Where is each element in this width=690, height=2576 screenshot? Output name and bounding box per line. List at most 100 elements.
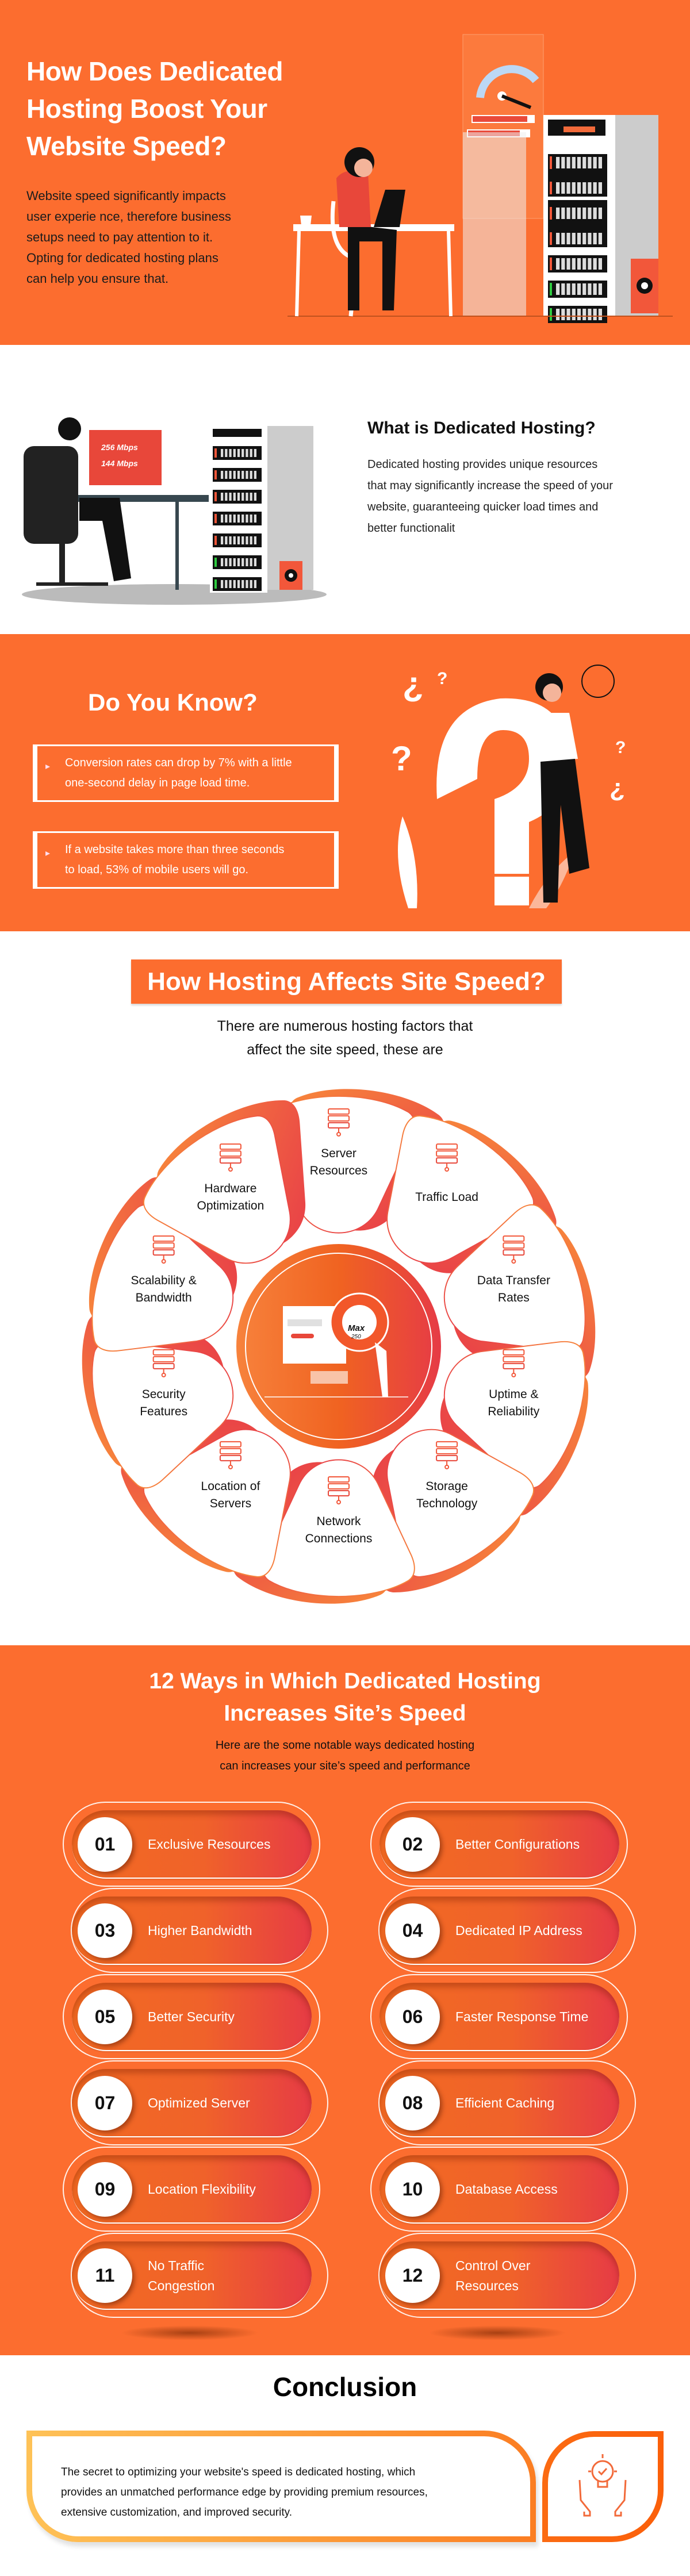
hero-title-line: Hosting Boost Your	[26, 94, 267, 124]
hero-body-line: Opting for dedicated hosting plans	[26, 251, 218, 265]
way-label: Better Security	[148, 1983, 235, 2051]
pill-outline	[71, 2060, 328, 2145]
factor-label: Traffic Load	[415, 1191, 478, 1204]
data-transfer-icon	[503, 1235, 525, 1264]
coffee-cup-icon	[300, 216, 312, 225]
conclusion-line: extensive customization, and improved se…	[61, 2506, 292, 2519]
factor-label-line: Bandwidth	[136, 1291, 192, 1304]
way-number: 01	[78, 1817, 132, 1872]
way-label: Exclusive Resources	[148, 1810, 270, 1879]
conclusion-icon-box	[542, 2431, 664, 2542]
hero-body-line: Website speed significantly impacts	[26, 189, 226, 203]
factor-label-line: Features	[140, 1405, 187, 1418]
hero-body-line: user experie nce, therefore business	[26, 209, 231, 224]
factor-label-line: Hardware	[204, 1182, 256, 1195]
hero-body-line: can help you ensure that.	[26, 271, 169, 286]
way-label: Faster Response Time	[455, 1983, 588, 2051]
factor-label-line: Traffic Load	[415, 1191, 478, 1204]
pill-outline	[71, 2233, 328, 2318]
factor-label-line: Security	[142, 1388, 186, 1401]
server-gear-icon	[219, 1143, 241, 1172]
laptop-icon	[374, 190, 405, 227]
pill-outline	[370, 1974, 628, 2059]
way-label: Database Access	[455, 2155, 558, 2224]
hero-title-line: How Does Dedicated	[26, 56, 283, 86]
way-number: 06	[385, 1990, 440, 2044]
what-is-body-line: that may significantly increase the spee…	[367, 479, 613, 492]
ways-subtitle-line: Here are the some notable ways dedicated…	[215, 1739, 475, 1752]
conclusion-box: The secret to optimizing your website's …	[26, 2431, 536, 2542]
way-item: 03 Higher Bandwidth	[72, 1897, 312, 1965]
factor-label-line: Technology	[416, 1497, 478, 1510]
server-stack-icon	[328, 1108, 350, 1137]
svg-text:?: ?	[437, 669, 447, 688]
pill-outline	[63, 1974, 320, 2059]
conclusion-line: provides an unmatched performance edge b…	[61, 2486, 428, 2498]
factor-label-line: Storage	[425, 1480, 468, 1493]
shadow	[428, 2325, 566, 2340]
pill-outline	[370, 1802, 628, 1887]
way-label: Higher Bandwidth	[148, 1897, 252, 1965]
way-label-line: Faster Response Time	[455, 2009, 589, 2024]
pill-outline	[63, 1802, 320, 1887]
shadow	[121, 2325, 259, 2340]
conclusion-line: The secret to optimizing your website's …	[61, 2466, 416, 2478]
way-number: 07	[78, 2076, 132, 2130]
cloud-storage-icon	[436, 1441, 458, 1469]
way-item: 04 Dedicated IP Address	[379, 1897, 619, 1965]
clock-check-icon	[503, 1349, 525, 1377]
factor-petal	[82, 1312, 234, 1489]
way-label: Optimized Server	[148, 2069, 250, 2137]
way-label-line: Optimized Server	[148, 2095, 250, 2110]
server-gauge-icon	[152, 1235, 175, 1264]
download-speed: 256 Mbps	[101, 443, 138, 452]
way-item: 01 Exclusive Resources	[72, 1810, 312, 1879]
pill-outline	[63, 2147, 320, 2232]
gauge-label: Max	[348, 1323, 365, 1333]
way-number: 03	[78, 1903, 132, 1958]
way-label-line: No Traffic	[148, 2258, 204, 2273]
svg-text:?: ?	[615, 738, 626, 757]
way-label-line: Database Access	[455, 2182, 558, 2197]
way-label-line: Higher Bandwidth	[148, 1923, 252, 1938]
way-number: 12	[385, 2248, 440, 2303]
factor-label-line: Optimization	[197, 1199, 264, 1212]
svg-text:?: ?	[391, 739, 412, 778]
factors-title: How Hosting Affects Site Speed?	[131, 959, 562, 1004]
hero-illustration	[288, 34, 673, 323]
svg-text:¿: ¿	[402, 665, 424, 703]
globe-laptop-icon	[328, 1476, 350, 1504]
way-label: Better Configurations	[455, 1810, 580, 1879]
subtitle-line: affect the site speed, these are	[247, 1042, 443, 1058]
way-label-line: Better Security	[148, 2009, 235, 2024]
hero-title-line: Website Speed?	[26, 131, 227, 161]
way-number: 05	[78, 1990, 132, 2044]
what-is-illustration: 256 Mbps 144 Mbps	[22, 417, 327, 605]
monitor	[87, 428, 164, 487]
fact-line: Conversion rates can drop by 7% with a l…	[65, 757, 292, 769]
factor-label-line: Scalability &	[131, 1274, 196, 1287]
pill-outline	[378, 2060, 636, 2145]
conclusion-title: Conclusion	[273, 2372, 417, 2402]
way-number: 04	[385, 1903, 440, 1958]
way-item: 10 Database Access	[379, 2155, 619, 2224]
pill-outline	[370, 2147, 628, 2232]
way-label: Location Flexibility	[148, 2155, 256, 2224]
factor-label-line: Rates	[498, 1291, 530, 1304]
factor-label-line: Uptime &	[489, 1388, 538, 1401]
network-server-icon	[436, 1143, 458, 1172]
way-number: 10	[385, 2162, 440, 2217]
way-number: 08	[385, 2076, 440, 2130]
subtitle-line: There are numerous hosting factors that	[217, 1018, 473, 1034]
ways-title: 12 Ways in Which Dedicated Hosting Incre…	[0, 1665, 690, 1730]
way-label: Dedicated IP Address	[455, 1897, 582, 1965]
factor-label-line: Location of	[201, 1480, 260, 1493]
factor-label-line: Resources	[310, 1164, 367, 1177]
play-arrow-icon: ▸	[45, 762, 51, 771]
